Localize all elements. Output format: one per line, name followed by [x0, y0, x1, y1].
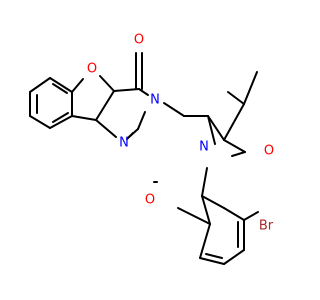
molecule-diagram: O O N N O N O Br — [29, 33, 274, 265]
bond-inner — [52, 112, 69, 123]
bond — [163, 102, 185, 117]
bond — [29, 77, 51, 93]
bond — [207, 115, 225, 141]
bond — [243, 71, 258, 105]
bond — [201, 167, 208, 197]
bond — [199, 223, 211, 259]
atom-o-oxazole: O — [264, 144, 274, 159]
bond — [223, 249, 245, 265]
bond — [71, 115, 97, 121]
bond — [199, 257, 225, 265]
bond-double — [227, 91, 245, 105]
bond — [223, 103, 245, 141]
bond-double — [126, 132, 134, 140]
molecule-svg: O O N N O N O Br — [29, 33, 274, 265]
bond-inner — [205, 253, 223, 259]
bond — [201, 195, 225, 209]
bond — [223, 207, 245, 221]
bond — [243, 211, 259, 221]
bond — [49, 115, 73, 129]
bond-inner — [52, 83, 68, 94]
atom-n-pyrimidine-1: N — [119, 136, 129, 151]
bond — [99, 75, 115, 92]
bond — [29, 115, 51, 129]
bond — [95, 90, 115, 121]
bond — [223, 139, 246, 153]
atom-o-carbonyl: O — [134, 33, 144, 48]
bond — [71, 78, 84, 93]
atom-n-oxazole: N — [199, 140, 209, 155]
bond — [231, 151, 246, 157]
bond — [207, 115, 216, 145]
atom-br: Br — [259, 219, 274, 234]
bond — [137, 111, 146, 130]
bond — [113, 88, 140, 92]
bond — [177, 207, 211, 225]
atom-o-methoxy: O — [145, 193, 155, 208]
atom-o-furan: O — [87, 62, 97, 77]
bond — [95, 119, 117, 138]
atom-n-pyrimidine-3: N — [150, 93, 160, 108]
bond — [201, 195, 211, 225]
bond — [138, 88, 149, 96]
bond — [49, 77, 73, 93]
